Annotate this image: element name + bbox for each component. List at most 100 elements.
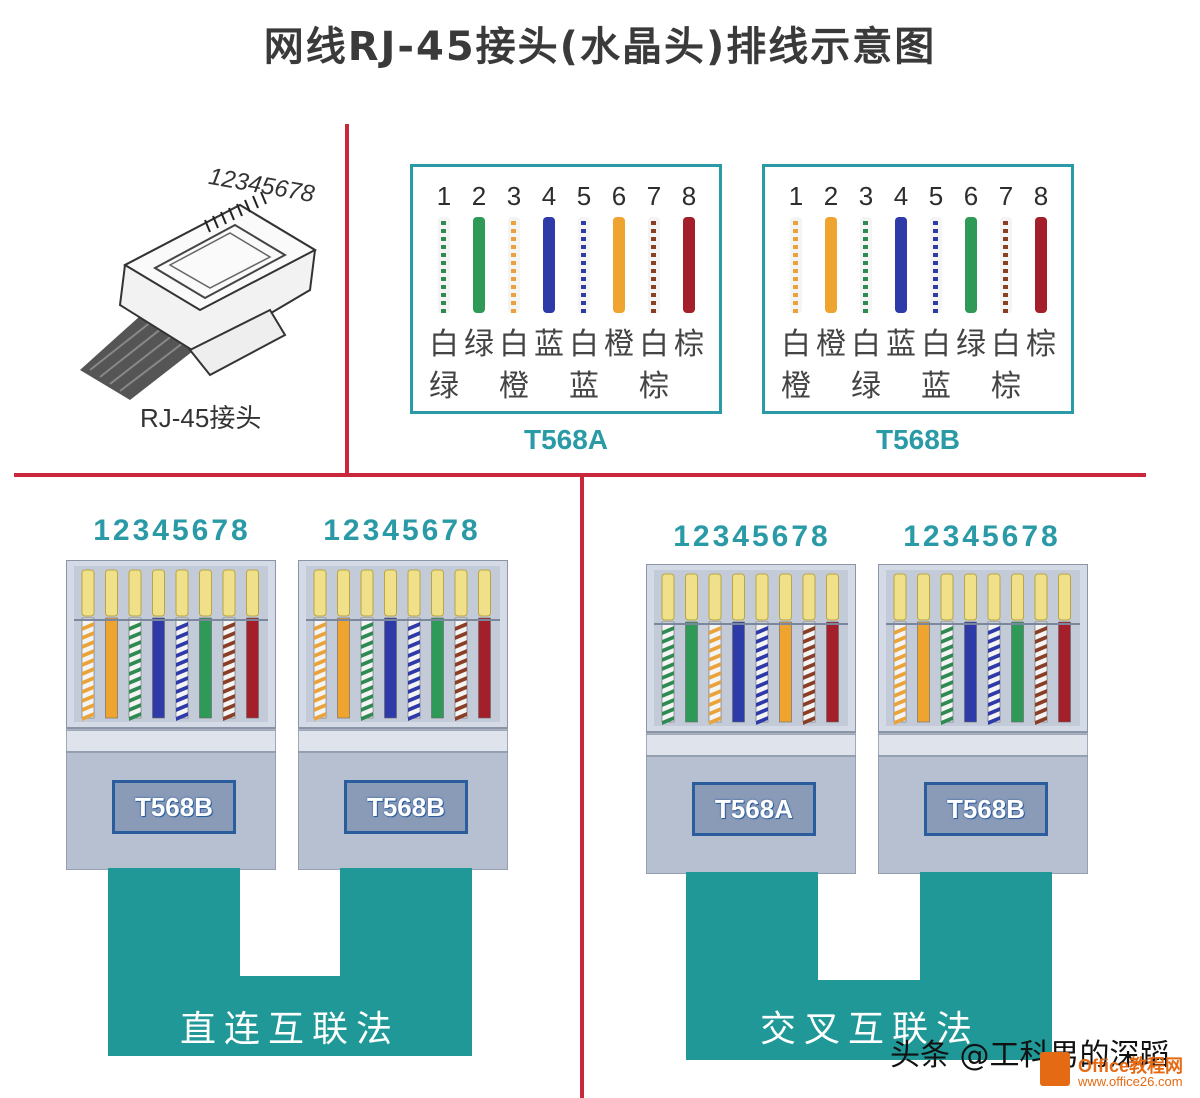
plug-s1-wire-6 (199, 617, 212, 719)
plug-s1-wire-4 (152, 617, 165, 719)
t568a-wire-2 (473, 217, 485, 313)
t568b-wires (790, 217, 1047, 313)
cross-left-pin-numbers: 12345678 (673, 520, 831, 553)
t568b-label-row2-5: 蓝 (921, 369, 951, 404)
t568a-label-row1-5: 白 (569, 327, 599, 362)
straight-left-pin-numbers: 12345678 (93, 514, 251, 547)
plug-c2-wire-2 (917, 621, 930, 723)
t568a-wire-4 (543, 217, 555, 313)
plug-c1-svg (645, 563, 857, 875)
t568a-label-row1-4: 蓝 (534, 327, 564, 362)
t568b-wire-2 (825, 217, 837, 313)
plug-s1-wire-2 (105, 617, 118, 719)
plug-s2-wire-8 (478, 617, 491, 719)
t568b-label-row2-3: 绿 (851, 369, 881, 404)
t568a-label-row1-2: 绿 (464, 327, 494, 362)
plug-c1-wire-2 (685, 621, 698, 723)
t568a-pin-8: 8 (681, 181, 697, 211)
t568b-label-row1-3: 白 (851, 327, 881, 362)
t568a-label-row2-3: 橙 (499, 369, 529, 404)
rj45-connector-illustration (70, 170, 340, 410)
t568b-pin-3: 3 (858, 181, 874, 211)
page-title: 网线RJ-45接头(水晶头)排线示意图 (263, 24, 937, 70)
t568b-pin-6: 6 (963, 181, 979, 211)
t568a-pin-5: 5 (576, 181, 592, 211)
plug-s1-wire-8 (246, 617, 259, 719)
divider-vertical-bottom (580, 476, 584, 1098)
cross-right-tag: T568B (924, 782, 1048, 836)
t568a-label-row1-7: 白 (639, 327, 669, 362)
t568b-pin-2: 2 (823, 181, 839, 211)
watermark-text: 头条 @工科男的深蹈 (890, 1038, 1170, 1073)
t568a-pin-6: 6 (611, 181, 627, 211)
t568b-label-row1-1: 白 (781, 327, 811, 362)
plug-s2-wire-2 (337, 617, 350, 719)
t568a-pin-1: 1 (436, 181, 452, 211)
straight-left-tag: T568B (112, 780, 236, 834)
watermark-site: Office教程网 (1078, 1056, 1184, 1076)
watermark-site-url: www.office26.com (1078, 1074, 1183, 1089)
divider-vertical-top (345, 124, 349, 476)
t568b-pin-1: 1 (788, 181, 804, 211)
plug-c2-wire-4 (964, 621, 977, 723)
cross-left-tag: T568A (692, 782, 816, 836)
t568b-pin-8: 8 (1033, 181, 1049, 211)
straight-cable (108, 868, 472, 1056)
straight-cable-label: 直连互联法 (179, 1009, 400, 1050)
cross-left-plug (645, 563, 858, 875)
t568b-label-row2-7: 棕 (991, 369, 1021, 404)
t568a-label-row1-8: 棕 (674, 327, 704, 362)
connector-caption: RJ-45接头 (140, 403, 262, 433)
office-logo-icon (1040, 1052, 1070, 1086)
t568a-label-row1-3: 白 (499, 327, 529, 362)
t568b-wire-8 (1035, 217, 1047, 313)
cross-right-pin-numbers: 12345678 (903, 520, 1061, 553)
plug-s1-svg (65, 559, 277, 871)
t568a-label-row1-6: 橙 (604, 327, 634, 362)
t568b-label-row1-7: 白 (991, 327, 1021, 362)
t568a-pin-4: 4 (541, 181, 557, 211)
t568b-label-row1-4: 蓝 (886, 327, 916, 362)
t568a-wire-8 (683, 217, 695, 313)
plug-c1-wire-6 (779, 621, 792, 723)
straight-right-pin-numbers: 12345678 (323, 514, 481, 547)
t568a-label: T568A (523, 424, 609, 455)
divider-horizontal (14, 473, 1146, 477)
t568b-pin-5: 5 (928, 181, 944, 211)
cross-cable (686, 872, 1052, 1060)
plug-s2-wire-6 (431, 617, 444, 719)
straight-right-plug (297, 559, 509, 871)
t568a-pin-2: 2 (471, 181, 487, 211)
plug-s2-svg (297, 559, 509, 871)
t568b-pin-7: 7 (998, 181, 1014, 211)
t568b-label-row2-1: 橙 (781, 369, 811, 404)
plug-c1-wire-4 (732, 621, 745, 723)
t568a-label-row2-7: 棕 (639, 369, 669, 404)
cross-right-plug (877, 563, 1090, 875)
t568b-label-row1-2: 橙 (816, 327, 846, 362)
t568b-label: T568B (875, 424, 961, 455)
plug-c2-wire-8 (1058, 621, 1071, 723)
t568a-pin-3: 3 (506, 181, 522, 211)
t568a-label-row1-1: 白 (429, 327, 459, 362)
t568b-label-row1-8: 棕 (1026, 327, 1056, 362)
t568a-wires (438, 217, 695, 313)
t568b-label-row1-5: 白 (921, 327, 951, 362)
straight-right-tag: T568B (344, 780, 468, 834)
t568b-label-row1-6: 绿 (956, 327, 986, 362)
t568a-label-row2-5: 蓝 (569, 369, 599, 404)
t568a-pin-7: 7 (646, 181, 662, 211)
t568a-wire-6 (613, 217, 625, 313)
cross-cable-label: 交叉互联法 (759, 1009, 980, 1050)
plug-c2-svg (877, 563, 1089, 875)
plug-c1-wire-8 (826, 621, 839, 723)
t568b-pin-4: 4 (893, 181, 909, 211)
t568b-wire-6 (965, 217, 977, 313)
straight-left-plug (65, 559, 277, 871)
t568b-wire-4 (895, 217, 907, 313)
plug-c2-wire-6 (1011, 621, 1024, 723)
plug-s2-wire-4 (384, 617, 397, 719)
rj45-plug-icon (80, 191, 318, 400)
